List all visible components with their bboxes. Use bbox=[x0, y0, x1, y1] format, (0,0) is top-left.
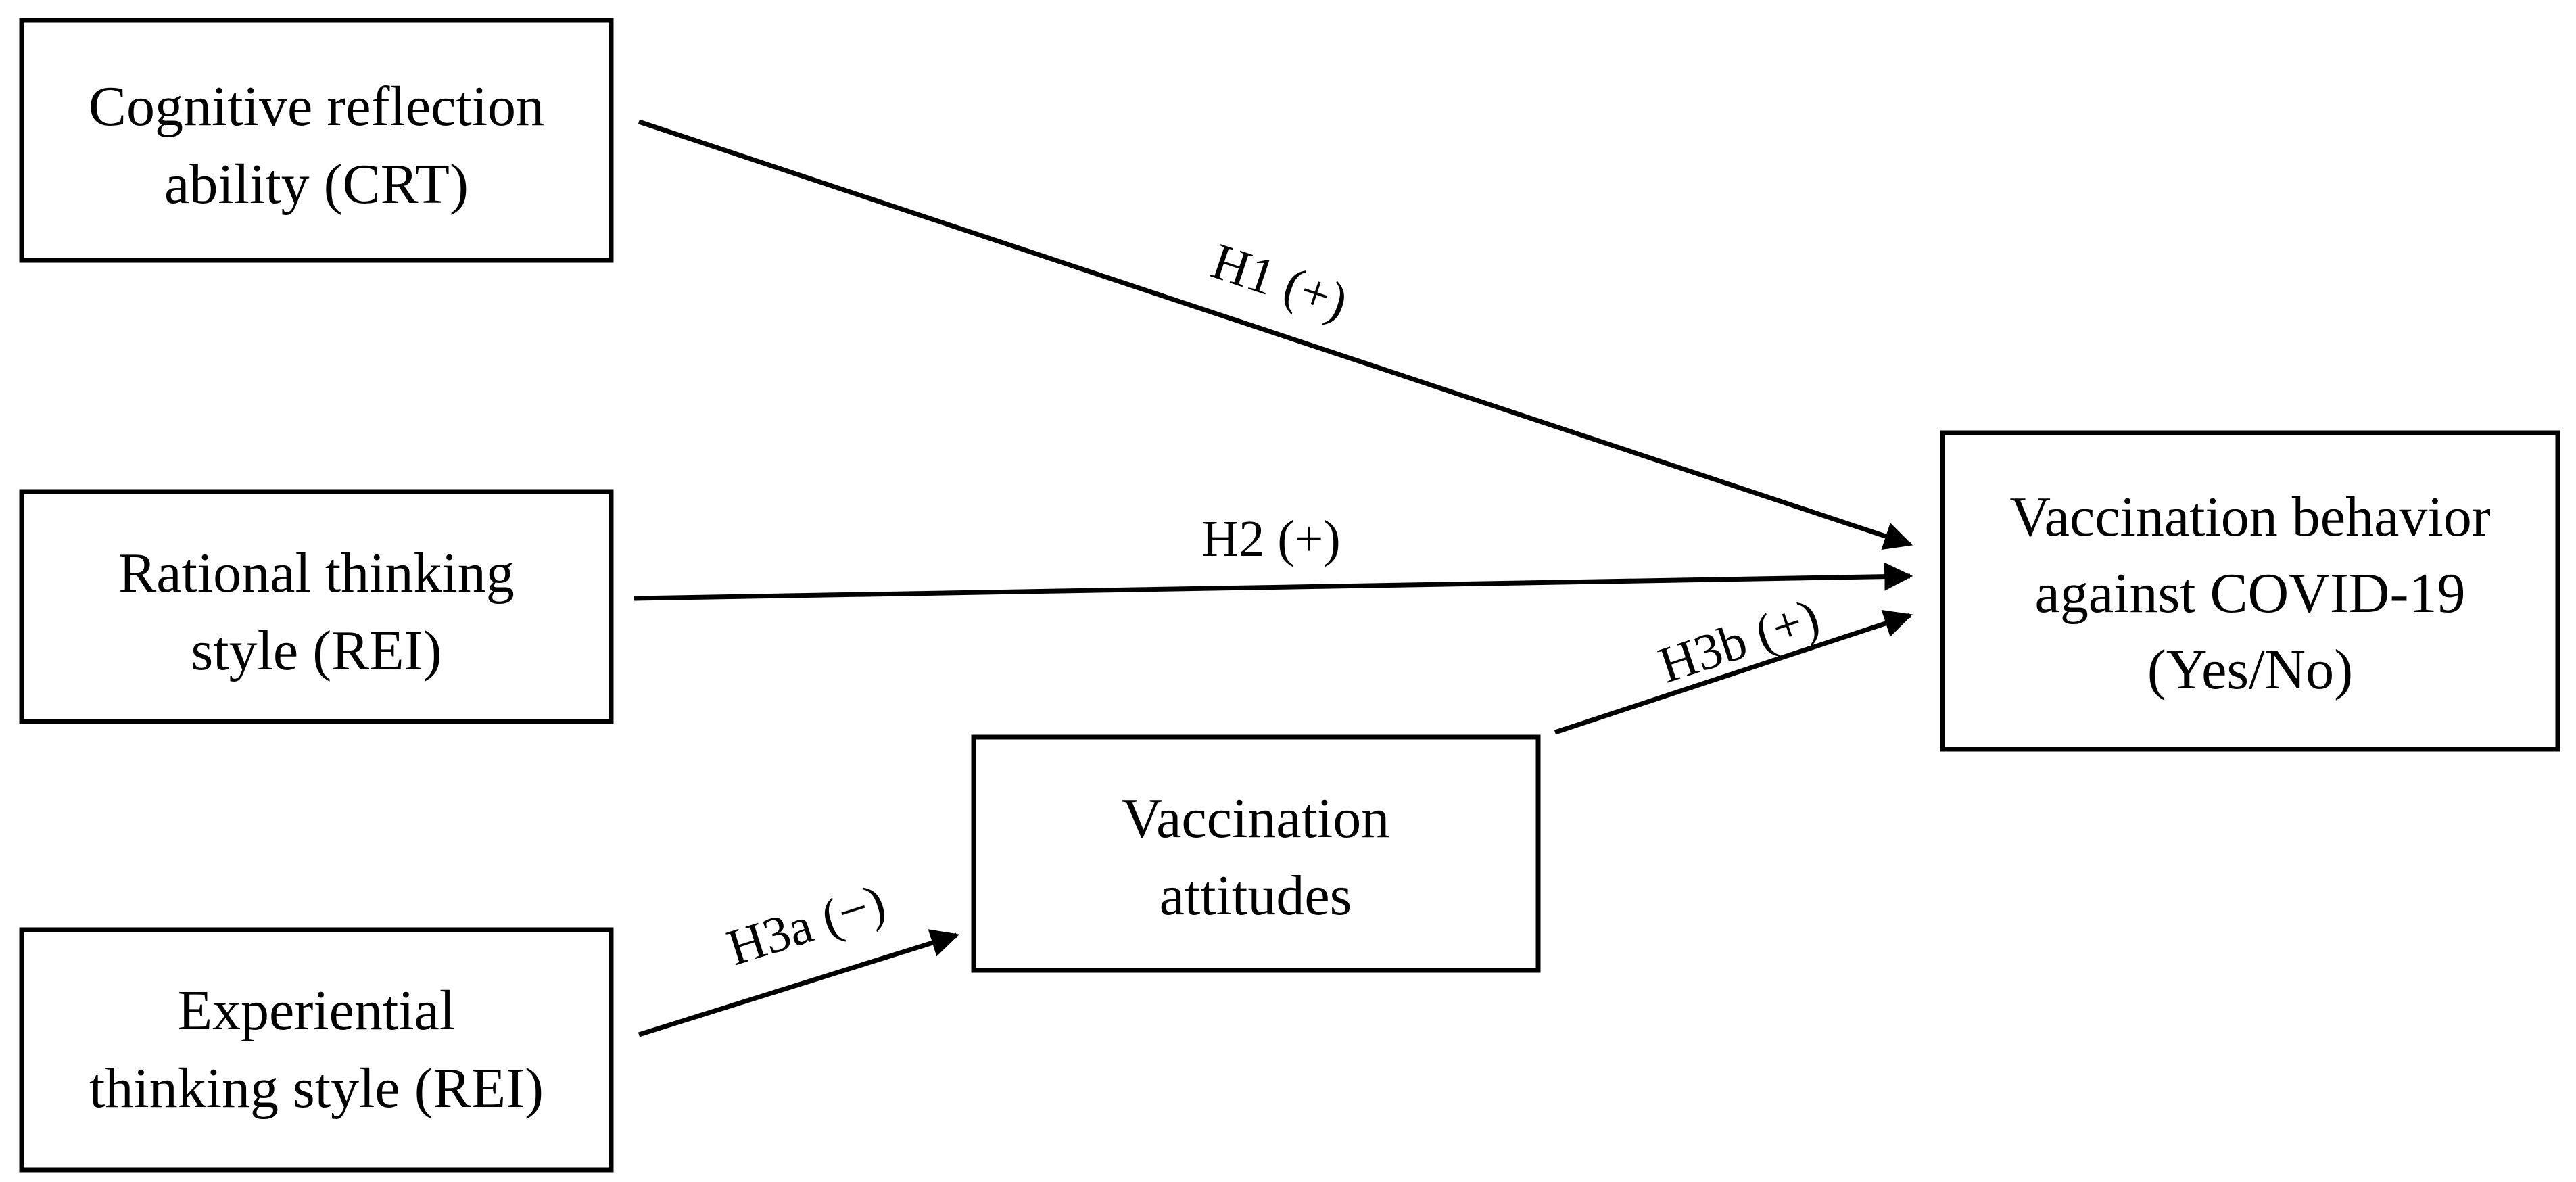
node-crt-line1: Cognitive reflection bbox=[89, 75, 544, 138]
node-outcome-line3: (Yes/No) bbox=[2147, 638, 2353, 701]
node-experiential-line1: Experiential bbox=[178, 979, 455, 1042]
label-h2: H2 (+) bbox=[1201, 511, 1340, 567]
node-attitudes-line1: Vaccination bbox=[1122, 787, 1390, 850]
node-attitudes: Vaccination attitudes bbox=[971, 734, 1541, 973]
label-h3b: H3b (+) bbox=[1652, 588, 1826, 694]
node-crt: Cognitive reflection ability (CRT) bbox=[19, 18, 614, 263]
node-attitudes-line2: attitudes bbox=[1160, 864, 1352, 927]
node-experiential-line2: thinking style (REI) bbox=[89, 1057, 544, 1120]
node-outcome-line1: Vaccination behavior bbox=[2009, 486, 2490, 548]
arrow-h3b bbox=[1554, 609, 1913, 735]
node-rational-line2: style (REI) bbox=[191, 619, 442, 682]
node-crt-line2: ability (CRT) bbox=[164, 153, 469, 216]
node-rational-line1: Rational thinking bbox=[118, 542, 515, 605]
node-experiential: Experiential thinking style (REI) bbox=[19, 927, 614, 1173]
arrow-h3a bbox=[638, 929, 960, 1037]
arrow-h1 bbox=[638, 119, 1913, 550]
node-rational: Rational thinking style (REI) bbox=[19, 489, 614, 724]
node-outcome: Vaccination behavior against COVID-19 (Y… bbox=[1940, 430, 2560, 752]
node-outcome-line2: against COVID-19 bbox=[2035, 562, 2466, 625]
arrow-h2 bbox=[634, 562, 1913, 601]
